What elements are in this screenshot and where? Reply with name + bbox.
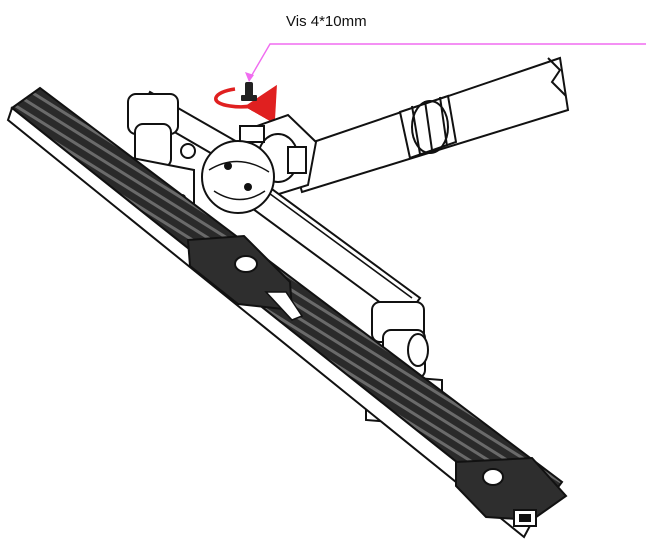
ribbed-rail [6,86,568,539]
screw-icon [241,82,257,101]
screw-callout-label: Vis 4*10mm [286,13,367,30]
leader-line [245,43,646,82]
cross-bar [138,90,422,322]
extension-pole [288,56,570,194]
rotate-clockwise-arrow-icon [214,84,277,124]
